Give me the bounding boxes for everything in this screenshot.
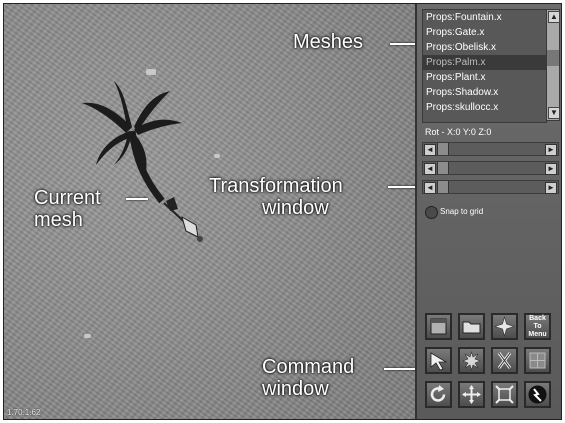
snap-to-grid-label: Snap to grid xyxy=(440,207,484,216)
meshes-callout-line xyxy=(390,43,416,45)
3d-viewport[interactable]: Meshes Current mesh Transformation windo… xyxy=(4,4,416,419)
pointer-icon xyxy=(430,352,448,371)
current-mesh-callout-line2: mesh xyxy=(34,209,83,231)
ground-rock xyxy=(84,334,91,338)
mesh-list-item[interactable]: Props:skullocc.x xyxy=(426,102,499,113)
current-mesh-callout-line xyxy=(126,198,148,200)
editor-side-panel: Props:Fountain.x Props:Gate.x Props:Obel… xyxy=(415,4,561,419)
mesh-list-item-selected[interactable]: Props:Palm.x xyxy=(423,55,546,70)
command-window-callout-line2: window xyxy=(262,378,329,400)
rotate-icon xyxy=(430,385,446,402)
slider-thumb[interactable] xyxy=(437,162,449,174)
grid-icon xyxy=(529,352,546,369)
grid-button[interactable] xyxy=(524,347,551,374)
back-to-menu-button[interactable]: Back To Menu xyxy=(524,313,551,340)
version-label: 1.70.1.62 xyxy=(7,408,41,417)
scroll-thumb[interactable] xyxy=(547,50,559,66)
mesh-list[interactable]: Props:Fountain.x Props:Gate.x Props:Obel… xyxy=(422,9,547,123)
explode-icon xyxy=(462,350,481,371)
scroll-up-button[interactable]: ▲ xyxy=(548,11,560,23)
slider-thumb[interactable] xyxy=(437,181,449,193)
rotation-readout: Rot - X:0 Y:0 Z:0 xyxy=(425,127,492,137)
rotation-x-slider[interactable]: ◄ ► xyxy=(422,142,559,156)
current-mesh-callout-line1: Current xyxy=(34,187,101,209)
ground-rock xyxy=(146,69,156,75)
slider-left-button[interactable]: ◄ xyxy=(424,163,436,175)
new-button[interactable] xyxy=(425,313,452,340)
lightning-button[interactable] xyxy=(524,381,551,408)
back-to-menu-label-2: To xyxy=(533,322,542,330)
folder-icon xyxy=(462,321,481,334)
slider-thumb[interactable] xyxy=(437,143,449,155)
cut-icon xyxy=(497,352,512,369)
back-to-menu-label-3: Menu xyxy=(528,330,547,338)
mesh-list-scrollbar[interactable]: ▲ ▼ xyxy=(546,9,560,121)
transformation-window-callout-line2: window xyxy=(262,197,329,219)
explode-button[interactable] xyxy=(458,347,485,374)
square-icon xyxy=(430,318,447,335)
mesh-list-item[interactable]: Props:Obelisk.x xyxy=(426,42,497,53)
ground-rock xyxy=(214,154,220,158)
scale-icon xyxy=(495,385,514,404)
meshes-callout: Meshes xyxy=(293,31,364,53)
scale-button[interactable] xyxy=(491,381,518,408)
scroll-down-button[interactable]: ▼ xyxy=(548,107,560,119)
select-button[interactable] xyxy=(425,347,452,374)
slider-right-button[interactable]: ► xyxy=(545,163,557,175)
command-window-callout-line1: Command xyxy=(262,356,355,378)
rotation-z-slider[interactable]: ◄ ► xyxy=(422,180,559,194)
slider-right-button[interactable]: ► xyxy=(545,144,557,156)
transformation-callout-line xyxy=(388,186,416,188)
snap-to-grid-checkbox[interactable] xyxy=(425,206,438,219)
lightning-icon xyxy=(528,385,547,404)
slider-left-button[interactable]: ◄ xyxy=(424,182,436,194)
palm-tree-mesh[interactable] xyxy=(74,79,214,249)
cut-button[interactable] xyxy=(491,347,518,374)
rotation-y-slider[interactable]: ◄ ► xyxy=(422,161,559,175)
move-button[interactable] xyxy=(458,381,485,408)
open-button[interactable] xyxy=(458,313,485,340)
rotate-button[interactable] xyxy=(425,381,452,408)
mesh-list-item[interactable]: Props:Shadow.x xyxy=(426,87,499,98)
move-icon xyxy=(462,385,481,404)
editor-window: Meshes Current mesh Transformation windo… xyxy=(3,3,562,420)
transformation-window-callout-line1: Transformation xyxy=(209,175,343,197)
back-to-menu-label-1: Back xyxy=(529,314,546,322)
mesh-list-item[interactable]: Props:Gate.x xyxy=(426,27,485,38)
command-callout-line xyxy=(384,368,416,370)
slider-right-button[interactable]: ► xyxy=(545,182,557,194)
mesh-list-item[interactable]: Props:Plant.x xyxy=(426,72,486,83)
burst-icon xyxy=(494,316,515,337)
mesh-list-item[interactable]: Props:Fountain.x xyxy=(426,12,502,23)
effects-button[interactable] xyxy=(491,313,518,340)
slider-left-button[interactable]: ◄ xyxy=(424,144,436,156)
